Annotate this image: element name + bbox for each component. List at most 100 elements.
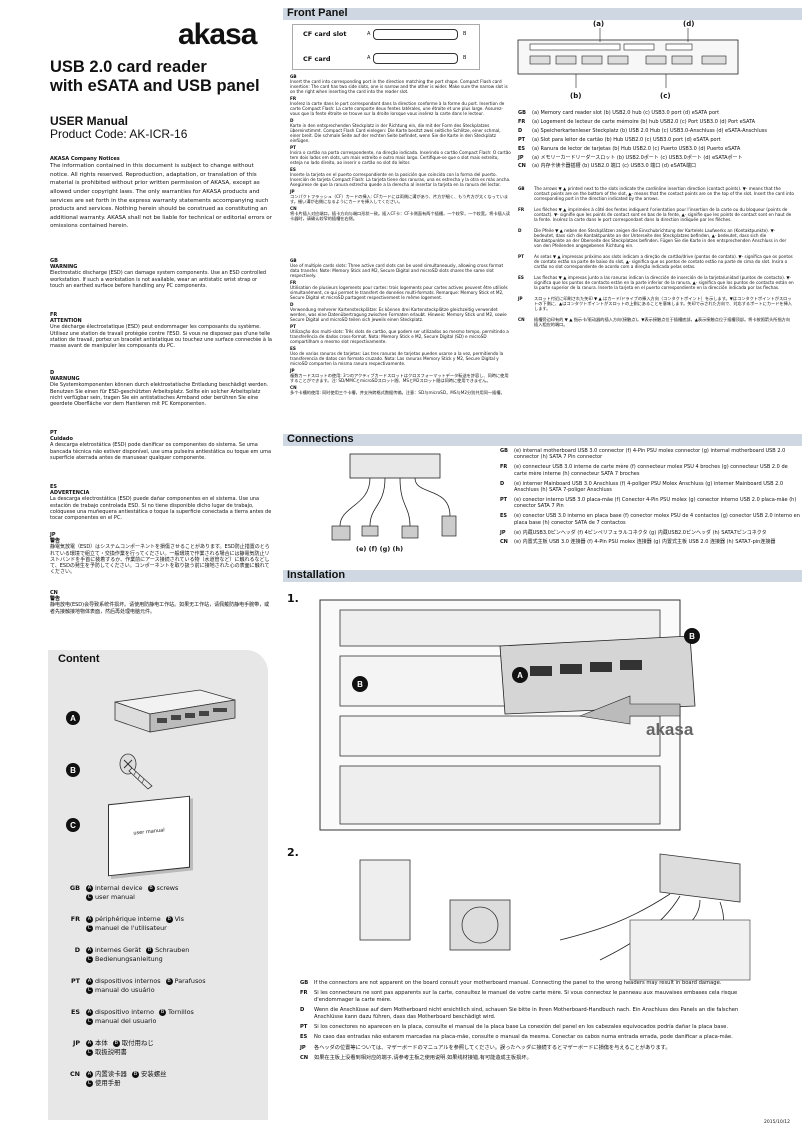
lang-code: JP — [72, 1039, 80, 1047]
lang-code: FR — [290, 96, 297, 101]
lang-code: CN — [300, 1055, 309, 1062]
step1-case-illustration — [319, 599, 696, 831]
item-text: manual del usuario — [95, 1017, 157, 1025]
lang-text: (a) Slot para leitor de cartão (b) Hub U… — [532, 136, 721, 143]
lang-code: JP — [500, 529, 506, 536]
item-text: 使用手册 — [95, 1079, 121, 1087]
lang-code: CN — [290, 385, 297, 390]
connection-row: D(e) interner Mainboard USB 3.0 Anschlus… — [500, 481, 800, 494]
item-text: Vis — [174, 915, 185, 923]
item-text: dispositivos internos — [95, 977, 161, 985]
notice-text: A descarga eletrostática (ESD) pode dani… — [50, 442, 272, 461]
step-1-label: 1. — [287, 592, 299, 605]
lang-code: PT — [290, 145, 296, 150]
case-brand-text: akasa — [646, 720, 694, 739]
item-bullet: A — [86, 1070, 93, 1078]
lang-code: D — [290, 302, 294, 307]
screw-illustration — [119, 753, 153, 790]
cf-mark-b2: B — [463, 55, 467, 61]
item-bullet: A — [86, 884, 93, 892]
lang-text: 複数カードスロットの使用: 3つのアクティブカードスロットはクロスフォーマットデ… — [290, 373, 509, 383]
connector-labels: (e) (f) (g) (h) — [356, 545, 404, 553]
cf-card-shape — [373, 53, 458, 64]
port-legend-row: GB(a) Memory card reader slot (b) USB2.0… — [518, 110, 798, 116]
lang-code: ES — [290, 167, 296, 172]
notice-heading: WARNING — [50, 264, 78, 271]
cables-illustration — [331, 453, 457, 541]
notice-company: AKASA Company Notices The information co… — [50, 156, 272, 231]
installation-header-bar — [283, 570, 802, 582]
notice-text: The information contained in this docume… — [50, 163, 273, 230]
lang-text: (e) 内置式主板 USB 3.0 连接器 (f) 4-Pin PSU mole… — [514, 539, 776, 546]
install-mark-b2: B — [684, 628, 700, 644]
connection-row: JP(e) 内蔵USB3.0ピンヘッダ (f) 4ピンペリフェラルコネクタ (g… — [500, 530, 800, 536]
lang-text: (a) Ranura de lector de tarjetas (b) Hub… — [532, 145, 741, 152]
lang-text: コンパクトフラッシュ（CF）カードの挿入: CFカードには両側に溝があり、片方が… — [290, 194, 509, 204]
lang-code: D — [74, 946, 80, 954]
item-bullet: C — [86, 1048, 93, 1056]
lang-text: 将卡片插入对应端口，插卡方向与端口形状一致。插入CF卡：CF卡侧面有两个插槽，一… — [290, 211, 511, 221]
lang-text: Use of multiple cards slots: Three activ… — [290, 263, 504, 278]
port-legend-row: D(a) Speicherkartenleser Steckplatz (b) … — [518, 128, 798, 134]
installation-title: Installation — [287, 569, 346, 581]
lang-text: (a) Memory card reader slot (b) USB2.0 h… — [532, 110, 720, 116]
lang-code: FR — [518, 118, 526, 125]
lang-code: D — [290, 118, 294, 123]
item-bullet: B — [146, 946, 154, 954]
notice-jp: JP 警告 静電気放電（ESD）はシステムコンポーネントを損傷させることがありま… — [50, 532, 272, 575]
port-legend-row: JP(a) メモリーカードリーダースロット (b) USB2.0ポート (c) … — [518, 155, 798, 161]
lang-text: Si les connecteurs ne sont pas apparents… — [314, 990, 738, 1003]
item-bullet: C — [86, 986, 93, 994]
port-legend-row: CN(a) 内存卡读卡器插槽 (b) USB2.0 端口 (c) USB3.0 … — [518, 163, 798, 169]
notice-cn: CN 警告 静电放电(ESD)会导致系统件损坏。请使用防静电工作站。如果无工作站… — [50, 590, 272, 615]
cf-mark-b: B — [463, 31, 467, 37]
lang-text: Utilização dos multi-slots: Três slots d… — [290, 329, 509, 344]
lang-code: CN — [518, 163, 526, 170]
item-bullet: B — [165, 915, 173, 923]
left-column: akasa USB 2.0 card reader with eSATA and… — [0, 0, 282, 1134]
lang-text: No caso das entradas não estarem marcada… — [314, 1034, 733, 1041]
connections-legend: GB(e) internal motherboard USB 3.0 conne… — [500, 448, 800, 549]
lang-code: ES — [518, 275, 524, 280]
notice-text: Electrostatic discharge (ESD) can damage… — [50, 270, 267, 289]
lang-text: (e) conector USB 3.0 interno en placa ba… — [514, 513, 800, 526]
lang-code: JP — [518, 154, 524, 161]
item-text: Bedienungsanleitung — [95, 955, 163, 963]
lang-text: Les flèches ▼ ▲ imprimées à côté des fen… — [534, 207, 792, 222]
footer-date: 2015/10/12 — [764, 1120, 790, 1125]
lang-text: (a) Speicherkartenleser Steckplatz (b) U… — [532, 127, 767, 134]
product-code: Product Code: AK-ICR-16 — [50, 127, 188, 141]
lang-text: Karte in den entsprechenden Steckplatz i… — [290, 123, 501, 143]
lang-code: GB — [290, 74, 297, 79]
lang-text: Insert the card into corresponding port … — [290, 79, 508, 94]
lang-code: JP — [518, 296, 523, 301]
port-legend: GB(a) Memory card reader slot (b) USB2.0… — [518, 110, 798, 172]
lang-code: CN — [518, 317, 525, 322]
connection-row: PT(e) conector interno USB 3.0 placa-mãe… — [500, 497, 800, 510]
item-text: 取付用ねじ — [121, 1039, 154, 1047]
lang-code: D — [300, 1007, 305, 1014]
notice-code: GB — [50, 258, 58, 264]
notice-heading: ADVERTENCIA — [50, 490, 90, 497]
lang-code: D — [518, 228, 522, 233]
notice-heading: 警告 — [50, 596, 61, 603]
connection-row: ES(e) conector USB 3.0 interno en placa … — [500, 513, 800, 526]
notice-code: FR — [50, 312, 58, 318]
lang-text: Insira o cartão na porta correspondente,… — [290, 150, 511, 165]
item-bullet: C — [86, 893, 93, 901]
item-text: manuel de l'utilisateur — [95, 924, 167, 932]
front-panel-header-bar — [283, 8, 802, 20]
notice-code: PT — [50, 430, 58, 436]
